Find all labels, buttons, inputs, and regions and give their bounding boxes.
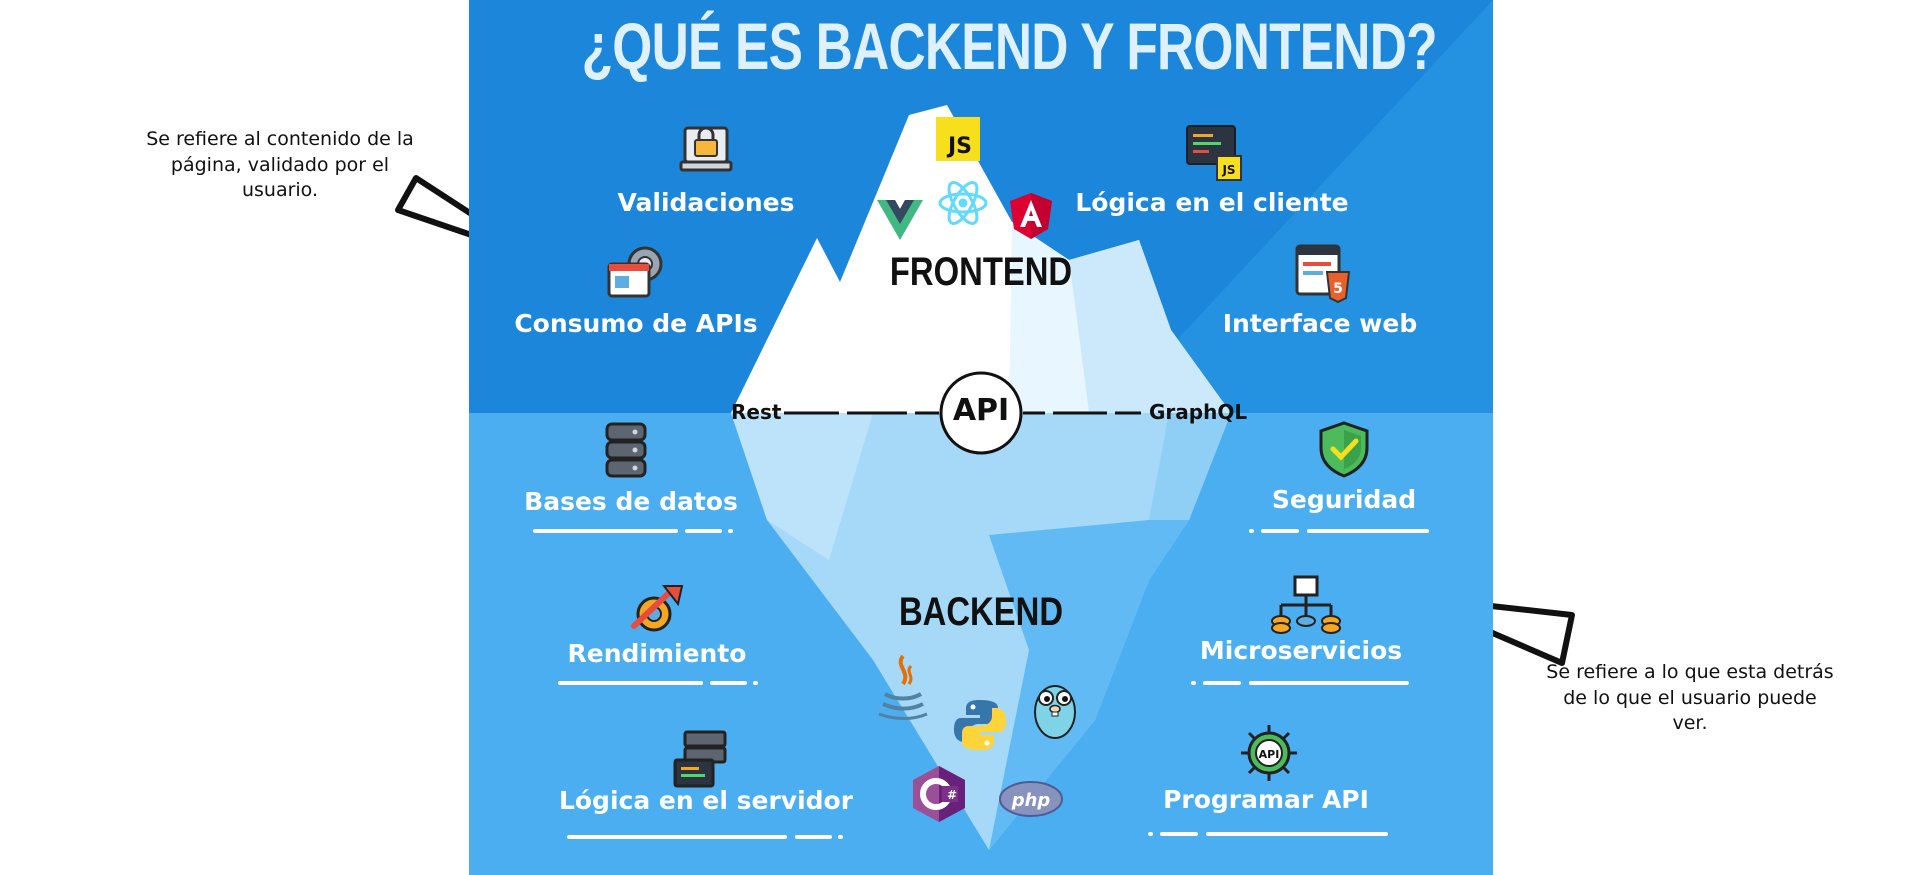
microservices-icon	[1271, 575, 1341, 634]
database-icon	[605, 422, 647, 478]
backend-item-seguridad: Seguridad	[1271, 485, 1417, 514]
underline-rendimiento	[558, 681, 758, 685]
backend-item-logica-servidor: Lógica en el servidor	[558, 786, 854, 815]
js-icon: JS	[936, 117, 980, 161]
frontend-heading: FRONTEND	[889, 250, 1073, 294]
frontend-item-validaciones: Validaciones	[617, 188, 795, 217]
svg-text:#: #	[947, 788, 957, 802]
gear-api-icon	[607, 246, 663, 298]
server-code-icon	[673, 730, 727, 788]
java-icon	[878, 654, 928, 720]
iceberg-infographic: ¿QUÉ ES BACKEND Y FRONTEND? JS 5 JS	[469, 0, 1493, 875]
underline-seguridad	[1249, 529, 1429, 533]
backend-item-bases-datos: Bases de datos	[524, 487, 738, 516]
frontend-item-interface-web: Interface web	[1222, 309, 1418, 338]
php-label: php	[1011, 790, 1051, 811]
html5-browser-icon: 5	[1295, 244, 1351, 304]
react-icon	[938, 181, 988, 225]
php-icon: php	[999, 781, 1063, 817]
underline-bases-datos	[533, 529, 733, 533]
go-gopher-icon	[1034, 685, 1076, 739]
frontend-item-logica-cliente: Lógica en el cliente	[1075, 188, 1349, 217]
angular-icon	[1010, 193, 1052, 239]
csharp-icon: #	[913, 766, 965, 822]
performance-arrow-icon	[631, 585, 684, 632]
svg-text:API: API	[1259, 748, 1280, 761]
frontend-item-consumo-apis: Consumo de APIs	[514, 309, 758, 338]
python-icon	[954, 700, 1006, 750]
underline-logica-servidor	[567, 835, 843, 839]
api-gear-icon: API	[1241, 725, 1297, 781]
api-rest-label: Rest	[731, 400, 782, 424]
iceberg-background	[469, 0, 1493, 875]
vue-icon	[877, 200, 923, 240]
lock-laptop-icon	[679, 126, 733, 172]
svg-text:5: 5	[1333, 281, 1343, 297]
backend-item-programar-api: Programar API	[1163, 785, 1369, 814]
api-label: API	[952, 393, 1010, 428]
js-label: JS	[946, 134, 972, 159]
backend-item-microservicios: Microservicios	[1199, 636, 1403, 665]
backend-heading: BACKEND	[899, 590, 1063, 634]
backend-item-rendimiento: Rendimiento	[567, 639, 747, 668]
js-small-label: JS	[1221, 163, 1235, 177]
backend-annotation: Se refiere a lo que esta detrás de lo qu…	[1546, 661, 1834, 735]
code-js-icon: JS	[1186, 125, 1242, 181]
frontend-annotation: Se refiere al contenido de la página, va…	[146, 128, 414, 202]
underline-microservicios	[1191, 681, 1409, 685]
underline-programar-api	[1148, 832, 1388, 836]
shield-check-icon	[1319, 421, 1369, 478]
api-graphql-label: GraphQL	[1149, 400, 1248, 424]
page-title: ¿QUÉ ES BACKEND Y FRONTEND?	[581, 9, 1438, 83]
